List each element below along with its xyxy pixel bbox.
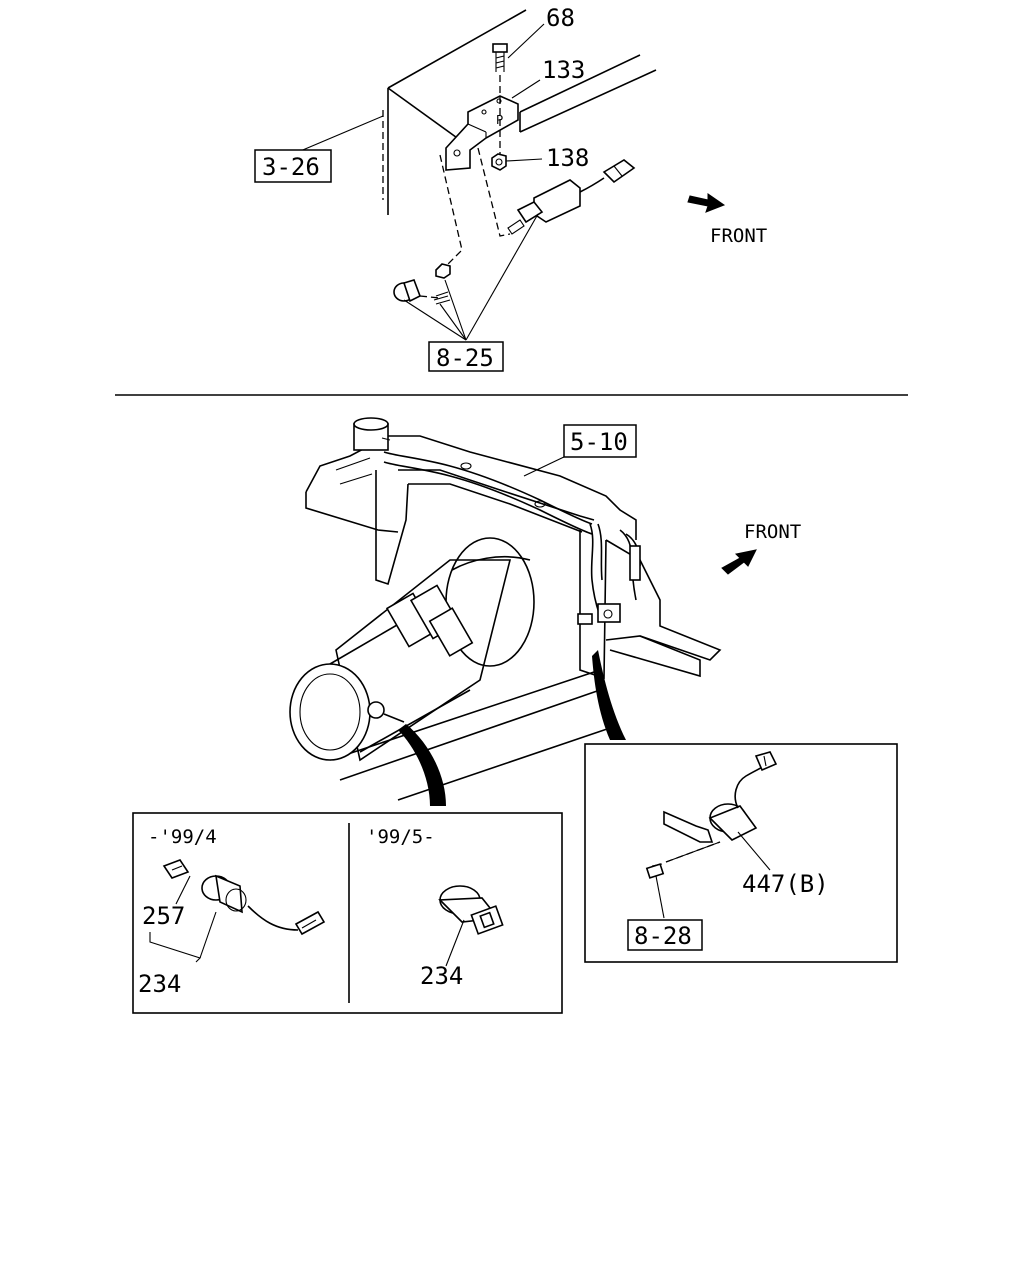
- ref-label-8-25: 8-25: [436, 344, 494, 372]
- top-leader-lines: [297, 23, 545, 341]
- front-label-bottom: FRONT: [744, 521, 801, 543]
- top-diagram: P: [254, 4, 767, 372]
- callout-447b: 447(B): [742, 870, 829, 898]
- inset-leader-left: [398, 724, 446, 806]
- bracket-133: P: [445, 95, 519, 171]
- callout-133: 133: [542, 56, 585, 84]
- inset-left: -'99/4 '99/5- 257 234: [132, 812, 563, 1014]
- inset-right: 447(B) 8-28: [584, 743, 898, 963]
- ref-box-8-28: [627, 919, 703, 951]
- ref-box-5-10: [563, 424, 637, 458]
- callout-234-early: 234: [138, 970, 181, 998]
- front-arrow-icon-bottom: [721, 549, 757, 575]
- small-parts-8-25: [393, 263, 451, 305]
- switch-late: [438, 885, 504, 935]
- callout-68: 68: [546, 4, 575, 32]
- inset-leader-right: [592, 650, 626, 740]
- ref-label-8-28: 8-28: [634, 922, 692, 950]
- callout-234-late: 234: [420, 962, 463, 990]
- switch-447b: [663, 751, 778, 843]
- frame-switch: [577, 603, 621, 625]
- callout-257: 257: [142, 902, 185, 930]
- frame-rail: [382, 9, 657, 215]
- bolt-68: [492, 43, 508, 158]
- nut-138: [491, 153, 507, 171]
- front-arrow-icon: [687, 193, 726, 213]
- switch-early: [162, 859, 326, 936]
- ref-label-5-10: 5-10: [570, 428, 628, 456]
- period-late: '99/5-: [366, 826, 435, 848]
- ref-label-3-26: 3-26: [262, 153, 320, 181]
- switch-assembly: [439, 147, 636, 271]
- reservoir: [353, 417, 391, 451]
- front-label-top: FRONT: [710, 225, 767, 247]
- ref-box-3-26: [254, 149, 332, 183]
- ref-box-8-25: [428, 341, 504, 372]
- callout-138: 138: [546, 144, 589, 172]
- cable-routing: [383, 451, 641, 617]
- transmission-housing: [289, 537, 535, 762]
- period-early: -'99/4: [148, 826, 217, 848]
- bottom-diagram: 5-10 FRONT -'99/4 '99/5-: [132, 417, 898, 1014]
